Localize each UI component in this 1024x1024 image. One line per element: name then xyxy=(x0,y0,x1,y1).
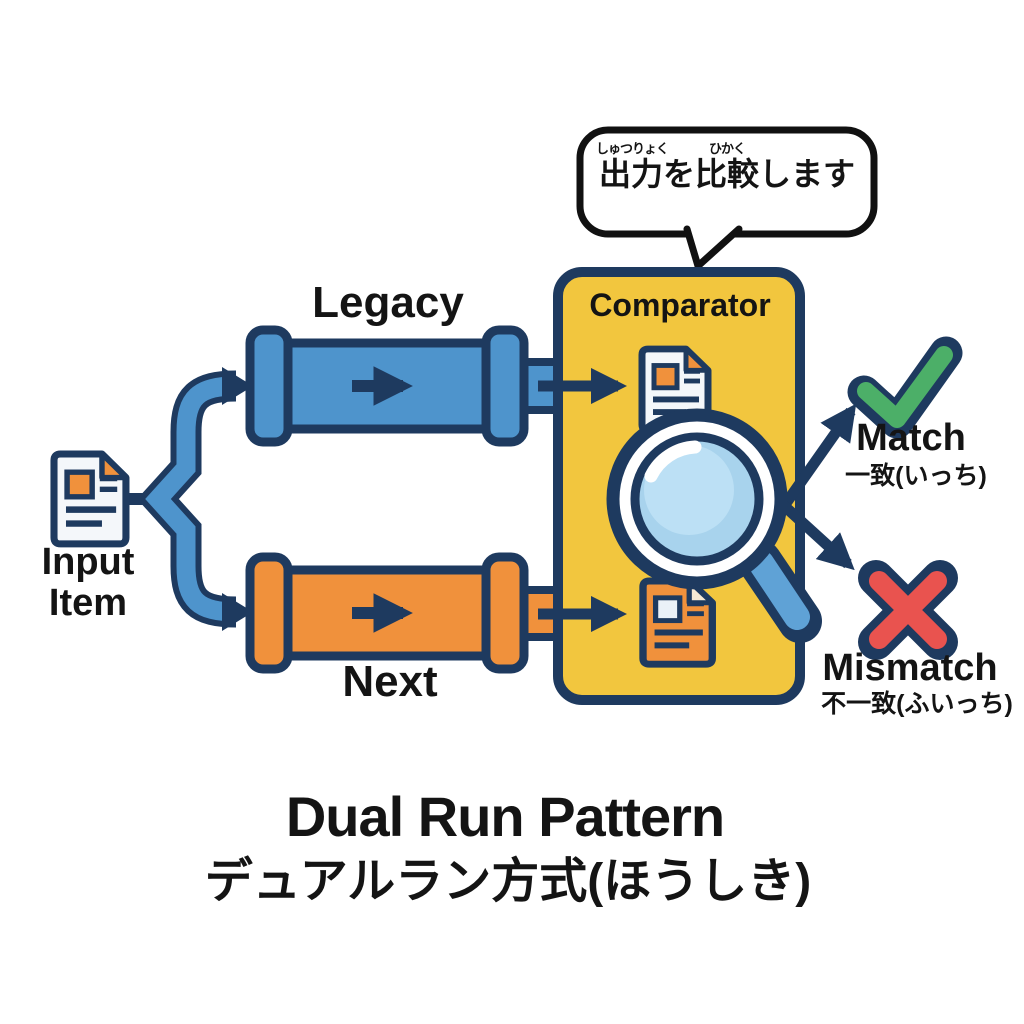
legacy-pipe-label: Legacy xyxy=(312,278,464,327)
diagram-title: Dual Run Pattern xyxy=(285,785,725,848)
brace-splitter xyxy=(126,367,253,631)
match-label: Match xyxy=(856,417,966,459)
diagram-subtitle: デュアルラン方式(ほうしき) xyxy=(204,855,812,908)
cross-icon xyxy=(858,560,958,660)
input-label-line1: Input xyxy=(41,541,135,583)
next-output-document-icon xyxy=(639,577,716,668)
legacy-pipe xyxy=(245,325,568,447)
bubble-furigana-shutsuryoku: しゅつりょく xyxy=(595,141,669,156)
bubble-furigana-hikaku: ひかく xyxy=(708,141,746,156)
arrow-to-legacy xyxy=(222,367,253,405)
speech-bubble xyxy=(576,126,878,270)
arrow-to-next xyxy=(222,593,253,631)
bubble-text: 出力を比較します xyxy=(598,156,856,192)
input-label-line2: Item xyxy=(48,582,128,624)
magnifier-icon xyxy=(606,408,822,643)
mismatch-label: Mismatch xyxy=(822,647,998,689)
input-item-label: Input Item xyxy=(42,542,135,624)
check-icon xyxy=(847,336,963,439)
input-document-icon xyxy=(50,450,130,548)
match-sub-label: 一致(いっち) xyxy=(845,462,987,490)
next-pipe-label: Next xyxy=(342,657,438,706)
mismatch-sub-label: 不一致(ふいっち) xyxy=(821,690,1013,718)
comparator-label: Comparator xyxy=(589,287,771,323)
next-pipe xyxy=(245,552,568,674)
